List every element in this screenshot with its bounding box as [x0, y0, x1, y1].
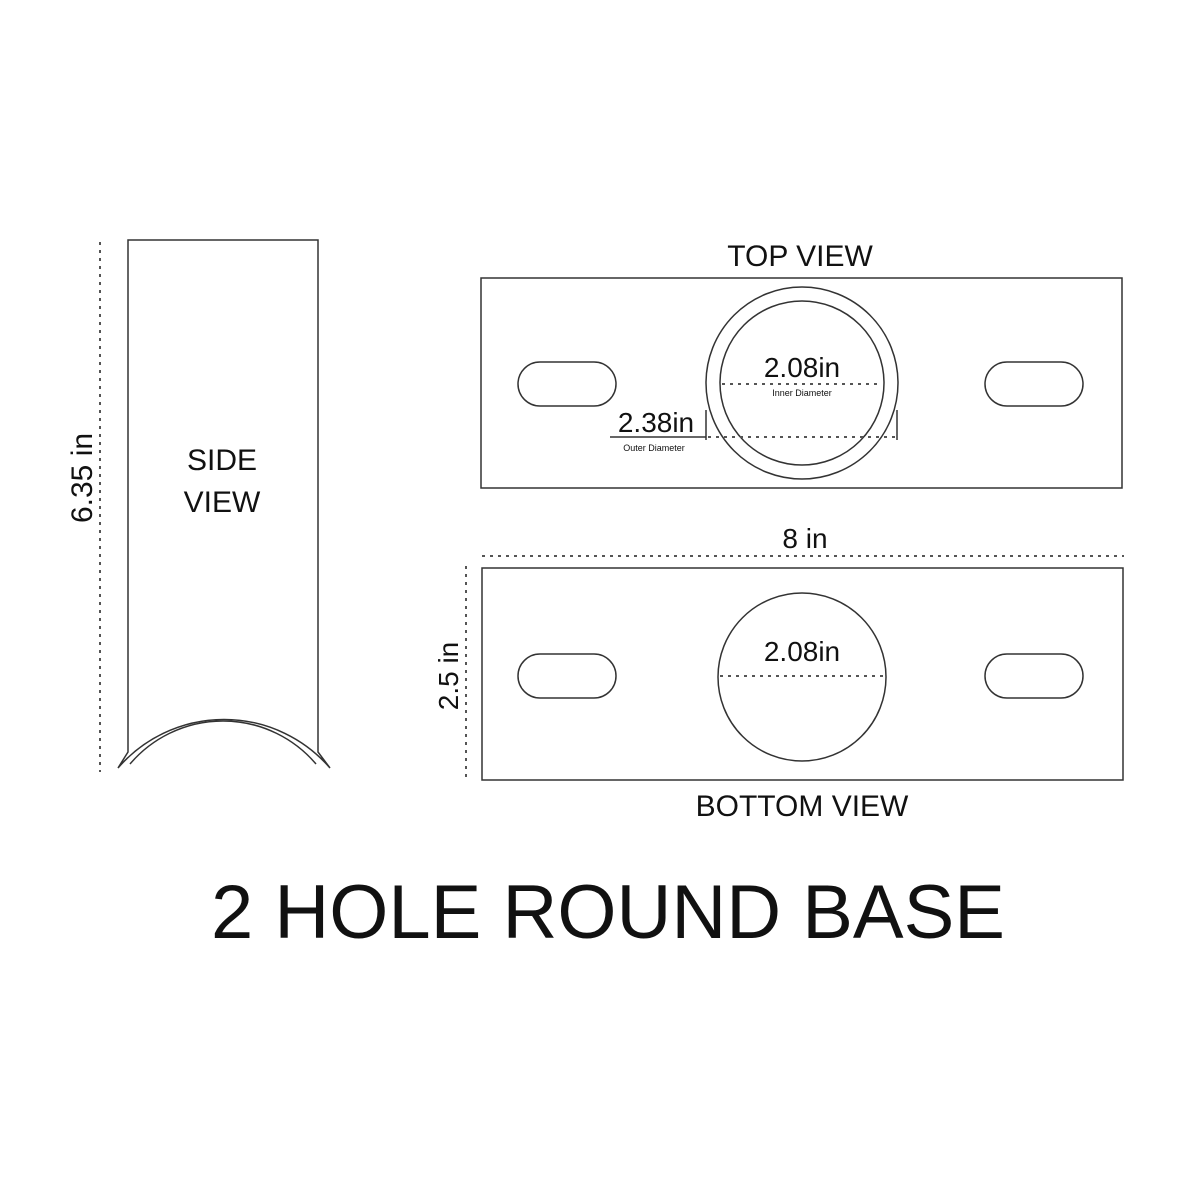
side-view-label-line1: SIDE: [187, 444, 257, 477]
top-inner-dim-label: 2.08in: [764, 352, 840, 383]
top-outer-caption: Outer Diameter: [623, 443, 685, 453]
top-inner-caption: Inner Diameter: [772, 388, 832, 398]
side-view-curve-inner: [129, 720, 317, 765]
diagram-title: 2 HOLE ROUND BASE: [211, 870, 1005, 955]
side-view: 6.35 in SIDE VIEW: [66, 239, 331, 772]
bottom-width-label: 8 in: [782, 523, 827, 554]
side-height-label: 6.35 in: [66, 433, 99, 523]
top-outer-circle: [705, 286, 899, 480]
bottom-view-label: BOTTOM VIEW: [696, 790, 909, 823]
bottom-hole-dim-label: 2.08in: [764, 636, 840, 667]
bottom-hole-circle: [717, 592, 887, 762]
bottom-height-label: 2.5 in: [433, 642, 464, 711]
top-left-slot: [517, 361, 617, 407]
bottom-left-slot: [517, 653, 617, 699]
top-view: TOP VIEW 2.08in Inner Diameter 2.38in Ou…: [480, 240, 1123, 489]
side-view-outline: [117, 239, 331, 769]
top-inner-circle: [719, 300, 885, 466]
bottom-right-slot: [984, 653, 1084, 699]
top-view-label: TOP VIEW: [727, 240, 873, 273]
top-view-plate: [480, 277, 1123, 489]
bottom-view: 8 in 2.5 in 2.08in BOTTOM VIEW: [433, 523, 1124, 823]
side-view-label-line2: VIEW: [184, 486, 261, 519]
top-outer-dim-label: 2.38in: [618, 407, 694, 438]
bottom-view-plate: [481, 567, 1124, 781]
top-right-slot: [984, 361, 1084, 407]
